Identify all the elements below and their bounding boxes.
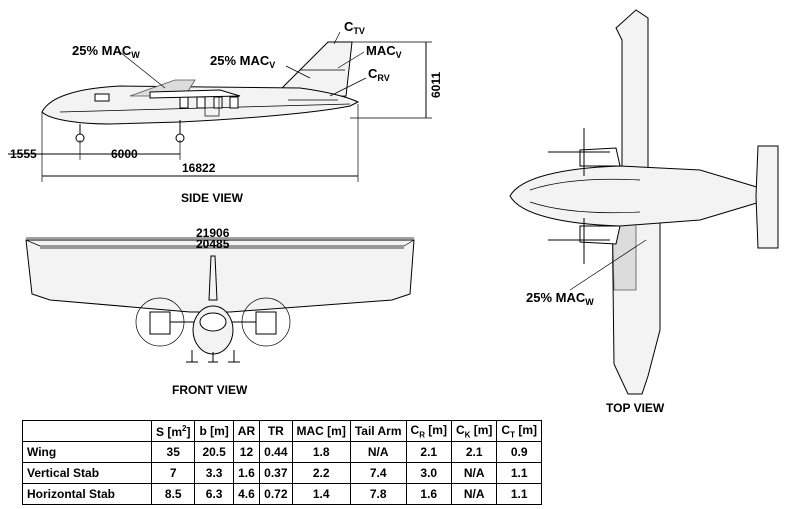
table-header-cell: MAC [m] xyxy=(291,420,351,442)
table-cell: 3.3 xyxy=(194,462,234,484)
side-view-caption: SIDE VIEW xyxy=(181,191,244,205)
length-value: 16822 xyxy=(182,161,216,175)
top-left-nacelle xyxy=(579,147,621,167)
table-header-cell: CT [m] xyxy=(496,420,542,442)
table-header-cell: AR xyxy=(232,420,261,442)
table-cell: 1.6 xyxy=(232,462,261,484)
table-cell: 20.5 xyxy=(194,441,234,463)
side-window xyxy=(196,96,206,109)
table-cell: N/A xyxy=(450,462,498,484)
table-cell: 0.9 xyxy=(496,441,542,463)
table-cell: 0.37 xyxy=(259,462,293,484)
front-fin xyxy=(208,255,218,301)
top-horizontal-stab xyxy=(755,145,779,249)
side-window xyxy=(94,93,110,102)
span-outer-value: 21906 xyxy=(196,226,230,240)
top-mac-w-label: 25% MACW xyxy=(526,290,594,307)
front-wing xyxy=(25,239,415,313)
front-view: 21906 20485 FRONT VIEW xyxy=(25,226,415,397)
c-rv-label: CRV xyxy=(368,66,390,83)
height-value: 6011 xyxy=(429,72,443,98)
table-header-cell: CK [m] xyxy=(450,420,498,442)
side-view: 25% MACW 25% MACV CTV MACV CRV 6011 1555… xyxy=(8,19,443,205)
wheelbase-value: 6000 xyxy=(111,147,138,161)
front-view-caption: FRONT VIEW xyxy=(172,383,248,397)
table-cell: N/A xyxy=(450,483,498,505)
table-row-label: Vertical Stab xyxy=(22,462,152,484)
side-mac-v-label: 25% MACV xyxy=(210,53,275,70)
side-mac-w-label: 25% MACW xyxy=(72,43,140,60)
table-cell: 2.1 xyxy=(450,441,498,463)
table-cell: 8.5 xyxy=(150,483,196,505)
table-cell: 4.6 xyxy=(232,483,261,505)
top-fuselage xyxy=(509,165,778,227)
side-window xyxy=(213,96,223,109)
table-cell: 6.3 xyxy=(194,483,234,505)
table-cell: 2.2 xyxy=(291,462,351,484)
table-header-cell: S [m2] xyxy=(150,420,196,442)
table-header-cell: Tail Arm xyxy=(349,420,407,442)
table-cell: N/A xyxy=(349,441,407,463)
right-nacelle xyxy=(255,311,277,335)
table-header-cell: b [m] xyxy=(194,420,234,442)
table-cell: 12 xyxy=(232,441,261,463)
side-window xyxy=(229,96,239,109)
left-nacelle xyxy=(149,311,171,335)
table-cell: 2.1 xyxy=(405,441,452,463)
table-cell: 3.0 xyxy=(405,462,452,484)
table-cell: 1.1 xyxy=(496,483,542,505)
table-cell: 1.1 xyxy=(496,462,542,484)
front-windshield xyxy=(199,312,227,332)
top-view-caption: TOP VIEW xyxy=(606,401,665,415)
table-cell: 0.44 xyxy=(259,441,293,463)
table-header-cell: TR xyxy=(259,420,293,442)
table-cell: 35 xyxy=(150,441,196,463)
table-header-cell xyxy=(22,420,152,442)
nose-offset-value: 1555 xyxy=(10,147,37,161)
table-cell: 1.4 xyxy=(291,483,351,505)
table-cell: 1.8 xyxy=(291,441,351,463)
mac-v-label: MACV xyxy=(366,43,402,60)
c-tv-label: CTV xyxy=(344,19,365,36)
side-nacelle xyxy=(149,89,241,99)
table-cell: 7.8 xyxy=(349,483,407,505)
side-window xyxy=(179,96,189,109)
table-cell: 7.4 xyxy=(349,462,407,484)
table-cell: 1.6 xyxy=(405,483,452,505)
top-right-nacelle xyxy=(579,225,621,245)
table-row-label: Wing xyxy=(22,441,152,463)
top-view: 25% MACW TOP VIEW xyxy=(509,9,779,415)
table-cell: 0.72 xyxy=(259,483,293,505)
table-cell: 7 xyxy=(150,462,196,484)
table-header-cell: CR [m] xyxy=(405,420,452,442)
table-row-label: Horizontal Stab xyxy=(22,483,152,505)
span-inner-value: 20485 xyxy=(196,237,230,251)
